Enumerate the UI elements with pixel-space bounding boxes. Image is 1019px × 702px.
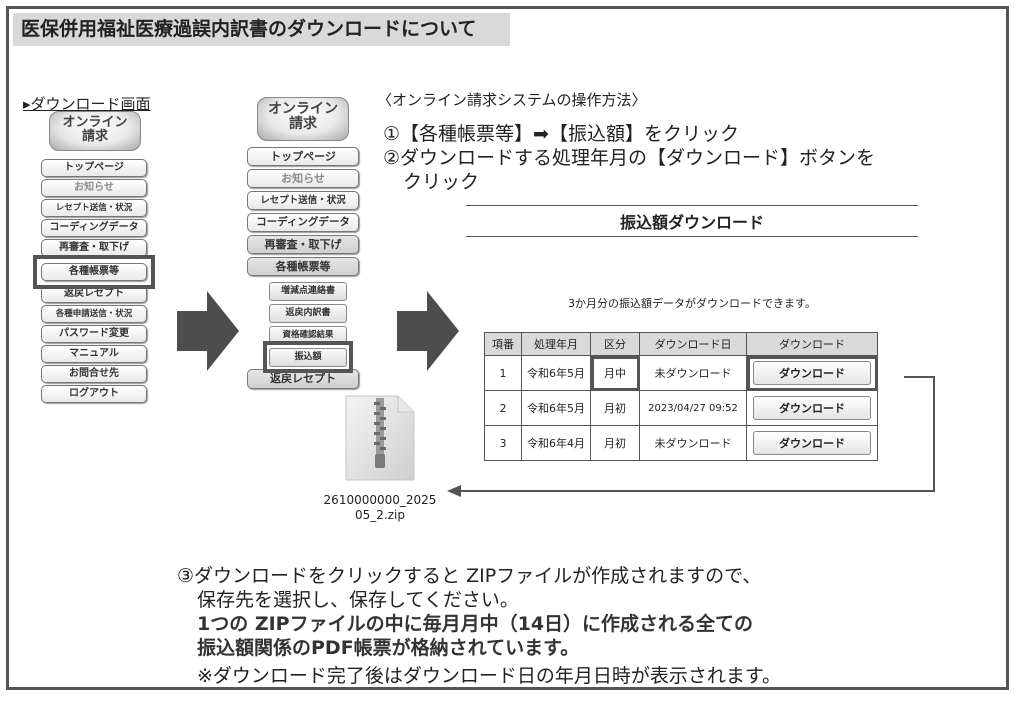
screen-label: ▸ダウンロード画面 — [23, 95, 151, 113]
left-menu-item-various-forms[interactable]: 各種帳票等 — [41, 263, 147, 281]
left-menu-item-manual[interactable]: マニュアル — [41, 345, 147, 363]
left-menu-logo: オンライン 請求 — [49, 111, 141, 151]
table-row: 2 令和6年5月 月初 2023/04/27 09:52 ダウンロード — [484, 390, 878, 426]
page-title: 医保併用福祉医療過誤内訳書のダウンロードについて — [13, 13, 510, 46]
row-month: 令和6年5月 — [521, 355, 591, 391]
instruction-step-2-cont: クリック — [403, 171, 480, 193]
row-month: 令和6年4月 — [521, 425, 591, 461]
mid-menu-item-receipt-send[interactable]: レセプト送信・状況 — [247, 191, 359, 210]
zip-file-icon — [345, 395, 415, 481]
divider — [466, 236, 918, 237]
instructions-header: 〈オンライン請求システムの操作方法〉 — [377, 91, 647, 109]
table-row: 1 令和6年5月 月中 未ダウンロード ダウンロード — [484, 355, 878, 391]
left-menu-item-password[interactable]: パスワード変更 — [41, 325, 147, 343]
mid-menu-highlight — [263, 341, 353, 373]
note-zip-contents-2: 振込額関係のPDF帳票が格納されています。 — [197, 637, 580, 659]
note-step-3: ③ダウンロードをクリックすると ZIPファイルが作成されますので、 — [177, 565, 762, 587]
mid-submenu-item-return-detail[interactable]: 返戻内訳書 — [269, 304, 347, 323]
download-panel-note: 3か月分の振込額データがダウンロードできます。 — [568, 297, 816, 310]
row-download-date: 未ダウンロード — [639, 355, 747, 391]
mid-submenu-item-adjustment[interactable]: 増減点連絡書 — [269, 282, 347, 301]
download-button[interactable]: ダウンロード — [753, 431, 871, 455]
download-button[interactable]: ダウンロード — [753, 396, 871, 420]
left-menu-item-news[interactable]: お知らせ — [41, 179, 147, 197]
left-menu-item-applications[interactable]: 各種申請送信・状況 — [41, 305, 147, 323]
instruction-step-1: ①【各種帳票等】➡【振込額】をクリック — [383, 123, 739, 145]
row-kubun: 月中 — [590, 355, 640, 391]
arrow-right-icon — [177, 291, 239, 371]
column-header: 項番 — [484, 332, 522, 356]
left-menu-item-contact[interactable]: お問合せ先 — [41, 365, 147, 383]
left-menu-item-coding-data[interactable]: コーディングデータ — [41, 219, 147, 237]
row-number: 1 — [484, 355, 522, 391]
mid-menu-item-coding-data[interactable]: コーディングデータ — [247, 213, 359, 232]
mid-submenu-item-transfer-amount[interactable]: 振込額 — [269, 348, 347, 367]
row-kubun: 月初 — [590, 425, 640, 461]
row-month: 令和6年5月 — [521, 390, 591, 426]
mid-menu-logo: オンライン 請求 — [257, 97, 349, 141]
row-number: 3 — [484, 425, 522, 461]
left-menu-highlight — [33, 255, 155, 289]
note-download-date: ※ダウンロード完了後はダウンロード日の年月日時が表示されます。 — [197, 665, 782, 687]
row-kubun: 月初 — [590, 390, 640, 426]
arrow-right-icon-2 — [397, 291, 459, 371]
divider — [466, 205, 918, 206]
column-header: ダウンロード — [746, 332, 878, 356]
note-zip-contents-1: 1つの ZIPファイルの中に毎月月中（14日）に作成される全ての — [197, 613, 754, 635]
column-header: 処理年月 — [521, 332, 591, 356]
row-download-cell: ダウンロード — [746, 390, 878, 426]
table-header-row: 項番 処理年月 区分 ダウンロード日 ダウンロード — [484, 332, 878, 356]
left-menu-item-top[interactable]: トップページ — [41, 159, 147, 177]
download-table: 項番 処理年月 区分 ダウンロード日 ダウンロード 1 令和6年5月 月中 未ダ… — [484, 332, 878, 461]
slide-frame: 医保併用福祉医療過誤内訳書のダウンロードについて ▸ダウンロード画面 オンライン… — [6, 6, 1009, 690]
left-menu: オンライン 請求 トップページ お知らせ レセプト送信・状況 コーディングデータ… — [33, 111, 155, 411]
download-panel-title: 振込額ダウンロード — [619, 213, 764, 232]
mid-menu-item-various-forms[interactable]: 各種帳票等 — [247, 257, 359, 276]
mid-menu-item-news[interactable]: お知らせ — [247, 169, 359, 188]
left-menu-item-logout[interactable]: ログアウト — [41, 385, 147, 403]
row-download-date: 未ダウンロード — [639, 425, 747, 461]
table-row: 3 令和6年4月 月初 未ダウンロード ダウンロード — [484, 425, 878, 461]
note-save-instruction: 保存先を選択し、保存してください。 — [197, 589, 519, 611]
row-download-cell: ダウンロード — [746, 355, 878, 391]
mid-menu: オンライン 請求 トップページ お知らせ レセプト送信・状況 コーディングデータ… — [245, 97, 361, 397]
mid-menu-item-reexamination[interactable]: 再審査・取下げ — [247, 235, 359, 254]
row-download-date: 2023/04/27 09:52 — [639, 390, 747, 426]
download-button[interactable]: ダウンロード — [753, 361, 871, 385]
zip-file-name: 2610000000_2025 05_2.zip — [323, 493, 437, 522]
left-menu-item-receipt-send[interactable]: レセプト送信・状況 — [41, 199, 147, 217]
column-header: 区分 — [590, 332, 640, 356]
mid-menu-item-top[interactable]: トップページ — [247, 147, 359, 166]
column-header: ダウンロード日 — [639, 332, 747, 356]
row-number: 2 — [484, 390, 522, 426]
row-download-cell: ダウンロード — [746, 425, 878, 461]
instruction-step-2: ②ダウンロードする処理年月の【ダウンロード】ボタンを — [383, 147, 876, 169]
